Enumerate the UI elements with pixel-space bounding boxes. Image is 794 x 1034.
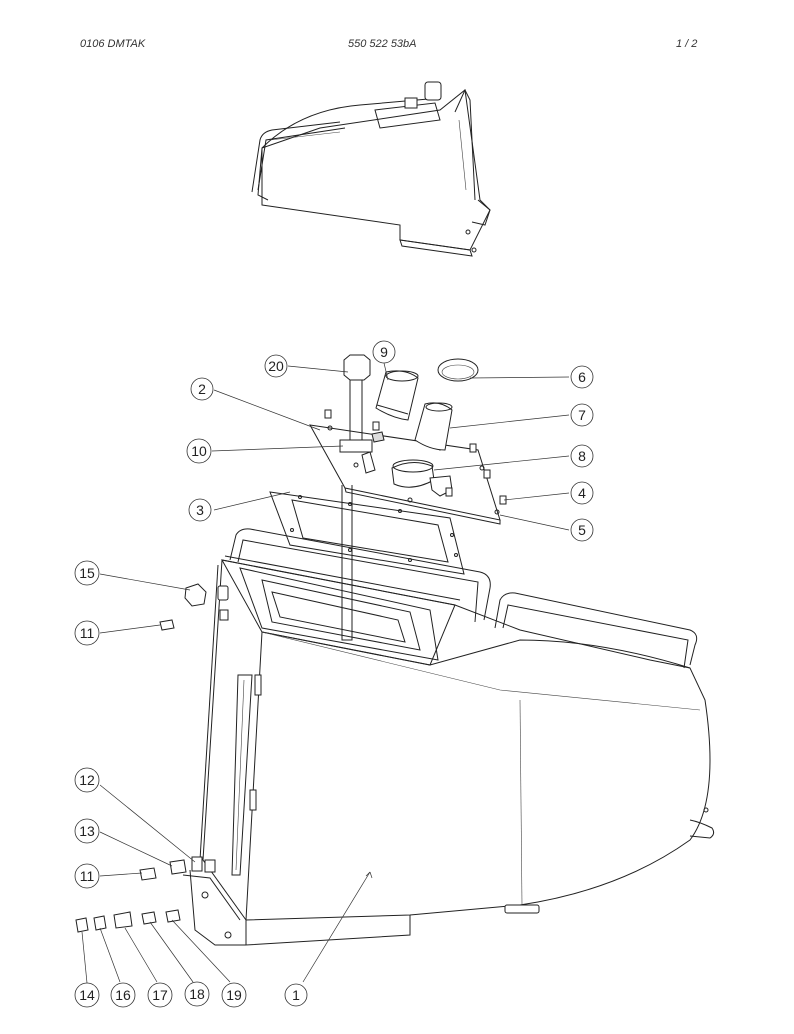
callout-18: 18	[184, 981, 210, 1007]
callout-10: 10	[186, 438, 212, 464]
callout-6: 6	[570, 365, 594, 389]
svg-text:7: 7	[578, 407, 586, 423]
svg-text:12: 12	[79, 772, 95, 788]
callout-9: 9	[372, 340, 396, 364]
svg-text:14: 14	[79, 987, 95, 1003]
callout-2: 2	[190, 377, 214, 401]
svg-text:6: 6	[578, 369, 586, 385]
svg-text:20: 20	[268, 358, 284, 374]
filler-pipe	[339, 354, 376, 641]
callout-7: 7	[570, 403, 594, 427]
callout-14: 14	[74, 982, 100, 1008]
svg-text:8: 8	[578, 448, 586, 464]
document-code: 0106 DMTAK	[80, 38, 146, 50]
callout-8: 8	[570, 444, 594, 468]
svg-text:9: 9	[380, 344, 388, 360]
callout-4: 4	[570, 481, 594, 505]
leader-lines	[81, 362, 570, 984]
svg-text:18: 18	[189, 986, 205, 1002]
tank-body	[182, 528, 715, 946]
svg-text:17: 17	[152, 987, 168, 1003]
callout-5: 5	[570, 518, 594, 542]
svg-text:10: 10	[191, 443, 207, 459]
svg-text:3: 3	[196, 502, 204, 518]
svg-text:11: 11	[80, 868, 95, 884]
callout-1: 1	[284, 983, 308, 1007]
svg-text:5: 5	[578, 522, 586, 538]
svg-text:11: 11	[80, 625, 95, 641]
callout-16: 16	[110, 982, 136, 1008]
callout-11-lower: 11	[74, 863, 100, 889]
gasket	[269, 491, 465, 575]
assembled-tank-thumbnail	[251, 81, 491, 257]
svg-text:15: 15	[79, 565, 95, 581]
callout-12: 12	[74, 767, 100, 793]
filter-elements	[324, 358, 507, 505]
callout-20: 20	[264, 354, 288, 378]
svg-text:1: 1	[292, 987, 300, 1003]
page-indicator: 1 / 2	[676, 38, 698, 50]
svg-text:16: 16	[115, 987, 131, 1003]
svg-text:2: 2	[198, 381, 206, 397]
fittings	[75, 583, 207, 933]
callout-17: 17	[147, 982, 173, 1008]
svg-text:4: 4	[578, 485, 586, 501]
callout-11-upper: 11	[74, 620, 100, 646]
callout-19: 19	[221, 982, 247, 1008]
callout-15: 15	[74, 560, 100, 586]
svg-text:19: 19	[226, 987, 242, 1003]
svg-text:13: 13	[79, 823, 95, 839]
callout-13: 13	[74, 818, 100, 844]
part-number: 550 522 53bA	[348, 38, 417, 50]
callout-3: 3	[188, 498, 212, 522]
